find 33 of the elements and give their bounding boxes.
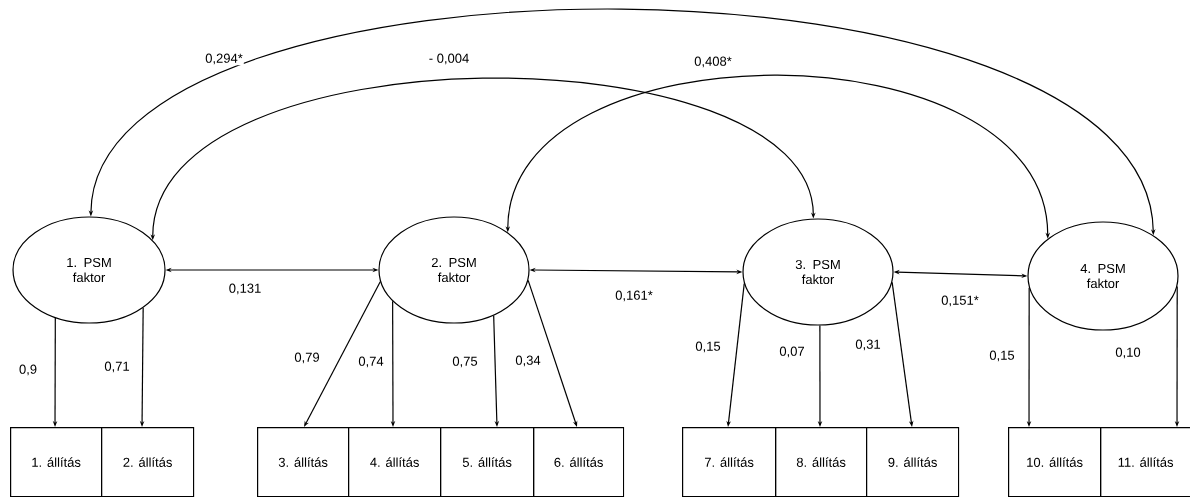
arrow xyxy=(891,281,914,427)
item-box: 5. állítás xyxy=(440,427,535,497)
edge-label: 0,79 xyxy=(293,351,321,365)
edge-label: 0,75 xyxy=(451,355,479,369)
item-box: 4. állítás xyxy=(348,427,442,497)
edge-label: 0,34 xyxy=(514,354,542,368)
arrow xyxy=(304,281,381,427)
edge-label: - 0,004 xyxy=(427,52,471,66)
item-box: 3. állítás xyxy=(257,427,350,497)
edge-label: 0,07 xyxy=(778,345,806,359)
arrow xyxy=(726,283,745,427)
item-box: 7. állítás xyxy=(682,427,777,497)
item-box: 11. állítás xyxy=(1100,427,1190,497)
arrow xyxy=(527,279,578,427)
edge-label: 0,74 xyxy=(357,355,385,369)
arrow xyxy=(493,315,500,427)
edge-label: 0,161* xyxy=(614,289,654,303)
edge-label: 0,131 xyxy=(227,282,263,296)
edge-label: 0,408* xyxy=(693,55,733,69)
item-box: 2. állítás xyxy=(101,427,195,497)
edge-label: 0,9 xyxy=(18,363,39,377)
edge-label: 0,71 xyxy=(103,360,131,374)
item-box: 1. állítás xyxy=(10,427,103,497)
edge-label: 0,151* xyxy=(940,294,980,308)
edge-label: 0,31 xyxy=(854,338,882,352)
item-box: 6. állítás xyxy=(533,427,625,497)
item-box: 8. állítás xyxy=(775,427,868,497)
edge-label: 0,15 xyxy=(694,340,722,354)
edge-label: 0,15 xyxy=(988,349,1016,363)
edge-label: 0,294* xyxy=(204,52,244,66)
item-box: 9. állítás xyxy=(866,427,960,497)
item-box: 10. állítás xyxy=(1008,427,1102,497)
edge-label: 0,10 xyxy=(1114,346,1142,360)
